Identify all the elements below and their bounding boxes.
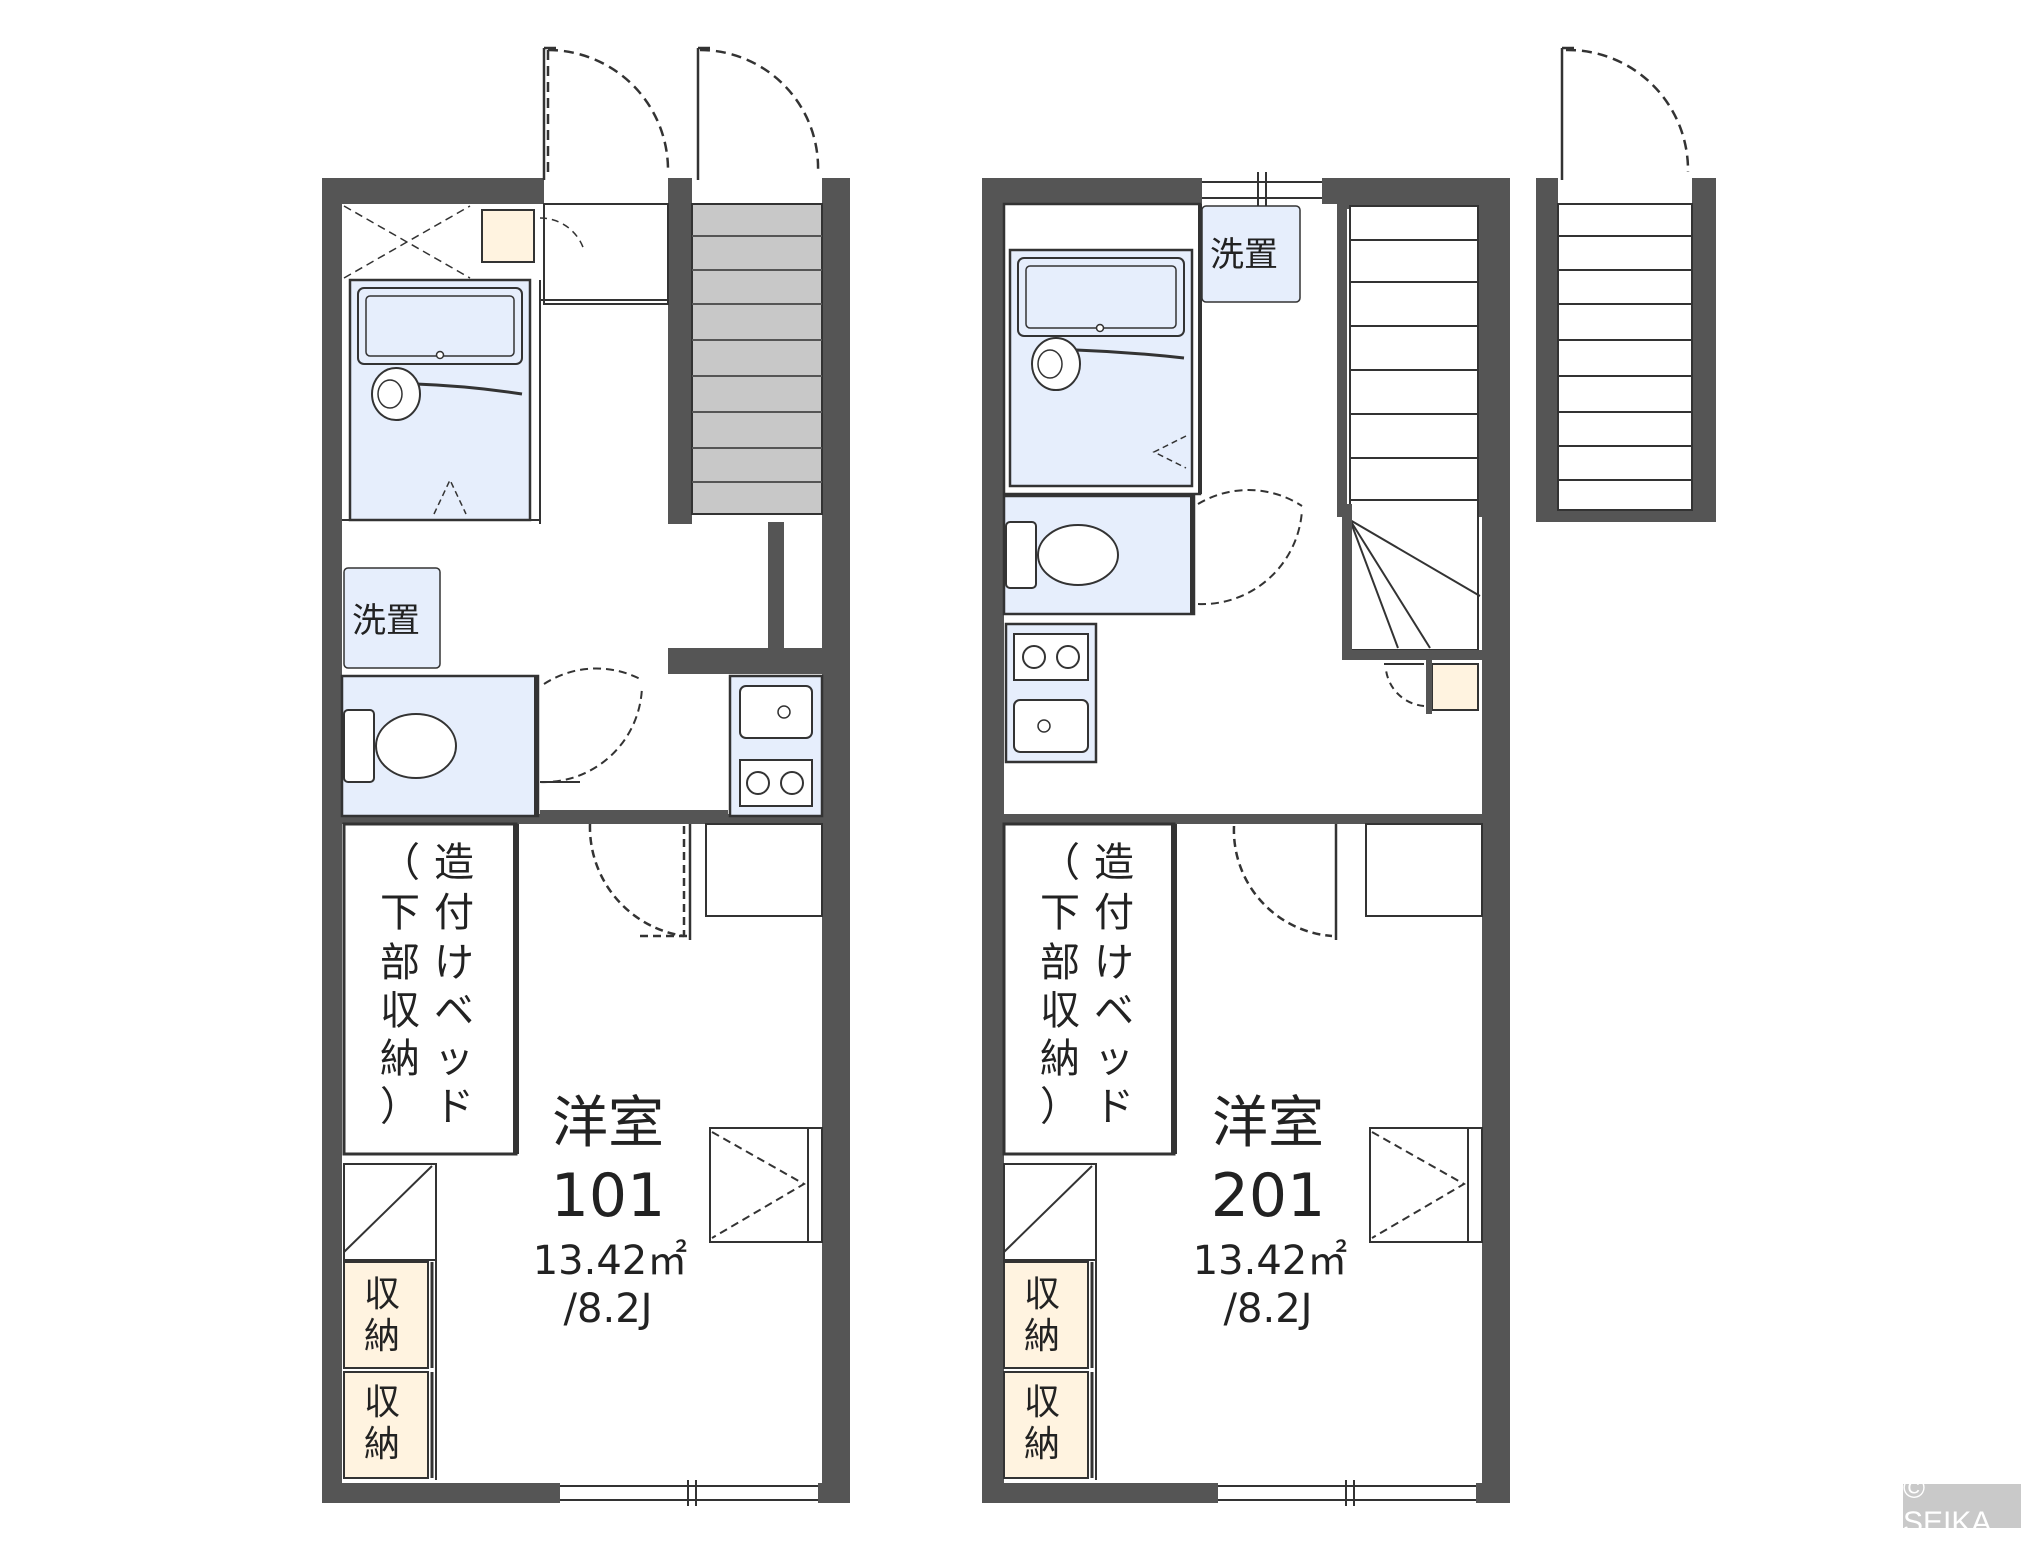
unit-101-room-number: 101 (551, 1161, 666, 1231)
unit-201-kitchen (1004, 622, 1098, 764)
unit-201-bathroom (1002, 202, 1202, 496)
svg-text:収: 収 (1024, 1382, 1060, 1423)
unit-201-toilet (1002, 489, 1303, 616)
unit-201-closet (1365, 823, 1483, 917)
unit-101-storage-1: 収 納 (343, 1261, 434, 1369)
svg-text:納: 納 (1040, 1036, 1080, 1082)
svg-text:収: 収 (380, 988, 420, 1034)
svg-text:付: 付 (1094, 890, 1134, 936)
svg-text:収: 収 (1024, 1274, 1060, 1315)
unit-101-toilet (340, 667, 643, 818)
svg-text:部: 部 (1040, 940, 1080, 986)
unit-201: 洗置 (982, 172, 1510, 1506)
svg-text:ベ: ベ (1094, 988, 1134, 1034)
svg-text:（: （ (1040, 840, 1080, 886)
unit-201-stairs (1337, 199, 1487, 660)
svg-text:収: 収 (364, 1382, 400, 1423)
unit-101-loft-bed-text: 造 付 け ベ ッ ド （ 下 部 収 納 ） (380, 840, 474, 1130)
svg-text:下: 下 (380, 890, 420, 936)
unit-201-shoe-box (1384, 660, 1479, 714)
svg-text:下: 下 (1040, 890, 1080, 936)
svg-text:）: ） (1040, 1084, 1080, 1130)
unit-201-loft-bed (1002, 822, 1177, 1156)
svg-text:納: 納 (380, 1036, 420, 1082)
unit-101-loft-bed (342, 822, 519, 1156)
svg-text:）: ） (380, 1084, 420, 1130)
svg-text:ド: ド (434, 1084, 474, 1130)
unit-201-window-top (1202, 172, 1322, 206)
svg-text:納: 納 (364, 1316, 400, 1357)
unit-101-room-door (588, 823, 692, 940)
svg-text:部: 部 (380, 940, 420, 986)
unit-201-room-type: 洋室 (1212, 1091, 1324, 1156)
svg-text:収: 収 (364, 1274, 400, 1315)
svg-text:造: 造 (434, 840, 474, 886)
svg-text:納: 納 (1024, 1424, 1060, 1465)
unit-201-window-bottom (1218, 1480, 1476, 1506)
unit-101-ladder (343, 1163, 437, 1480)
unit-201-laundry-space: 洗置 (1201, 205, 1301, 303)
unit-101-closet (705, 823, 823, 917)
svg-text:造: 造 (1094, 840, 1134, 886)
unit-101-area: 13.42㎡ (533, 1238, 688, 1284)
unit-201-tatami: /8.2J (1224, 1286, 1313, 1332)
external-stairs (1536, 46, 1716, 522)
unit-101-kitchen (728, 674, 824, 818)
unit-101-entry-door (542, 46, 820, 180)
unit-101-room-type: 洋室 (552, 1091, 664, 1156)
unit-101-air-conditioner (709, 1127, 823, 1243)
svg-text:（: （ (380, 840, 420, 886)
svg-text:納: 納 (1024, 1316, 1060, 1357)
unit-101-laundry-space: 洗置 (343, 567, 441, 669)
unit-201-storage-2: 収 納 (1003, 1371, 1094, 1479)
unit-101-laundry-label: 洗置 (352, 601, 420, 641)
unit-101: 洗置 (322, 46, 850, 1506)
unit-101-shoe-box (343, 205, 585, 279)
copyright-badge: © SEIKA (1903, 1472, 2021, 1539)
unit-101-entrance (543, 203, 669, 305)
svg-text:ッ: ッ (1094, 1036, 1134, 1082)
unit-101-bathroom (342, 278, 668, 524)
unit-101-partition (540, 810, 728, 816)
svg-text:納: 納 (364, 1424, 400, 1465)
unit-101-stairs (691, 203, 823, 515)
unit-101-walls (322, 178, 850, 1503)
svg-text:ベ: ベ (434, 988, 474, 1034)
svg-text:収: 収 (1040, 988, 1080, 1034)
unit-201-room-number: 201 (1211, 1161, 1326, 1231)
unit-101-window-bottom (560, 1480, 818, 1506)
unit-101-storage-2: 収 納 (343, 1371, 434, 1479)
unit-201-ladder (1003, 1163, 1097, 1480)
unit-201-room-door (1232, 824, 1338, 940)
svg-text:ッ: ッ (434, 1036, 474, 1082)
unit-101-tatami: /8.2J (564, 1286, 653, 1332)
unit-201-air-conditioner (1369, 1127, 1483, 1243)
unit-201-area: 13.42㎡ (1193, 1238, 1348, 1284)
unit-201-laundry-label: 洗置 (1210, 235, 1278, 275)
svg-text:け: け (434, 940, 474, 986)
svg-text:け: け (1094, 940, 1134, 986)
unit-201-loft-bed-text: 造 付 け ベ ッ ド （ 下 部 収 納 ） (1040, 840, 1134, 1130)
svg-text:ド: ド (1094, 1084, 1134, 1130)
svg-text:付: 付 (434, 890, 474, 936)
unit-201-storage-1: 収 納 (1003, 1261, 1094, 1369)
